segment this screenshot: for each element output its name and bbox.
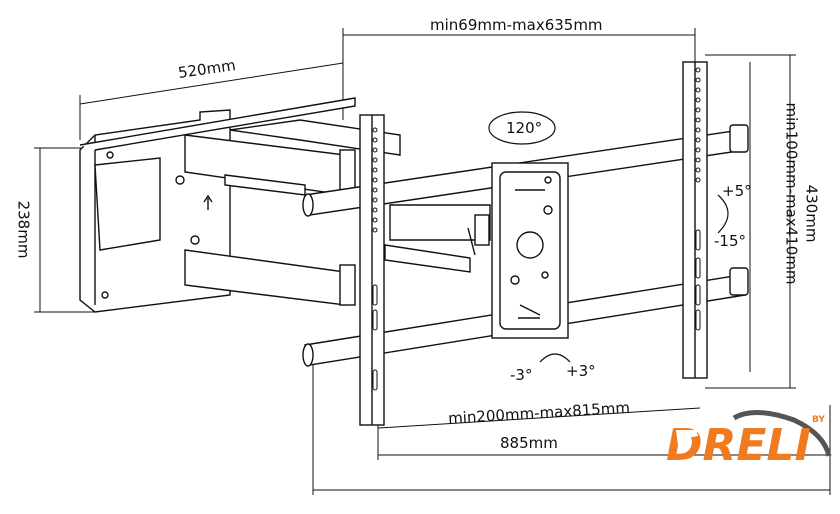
dim-plate-height: 238mm bbox=[14, 200, 33, 259]
level-plus-angle: +3° bbox=[566, 362, 596, 380]
rotation-arrows bbox=[488, 111, 729, 363]
dimension-lines bbox=[34, 28, 831, 495]
dim-overall-width: 885mm bbox=[500, 434, 558, 452]
dim-overall-height: 430mm bbox=[802, 184, 821, 243]
svg-text:DRELI: DRELI bbox=[666, 420, 811, 468]
dreli-logo: BY DRELI bbox=[666, 410, 832, 468]
tilt-down-angle: -15° bbox=[714, 232, 746, 250]
dim-top-width: min69mm-max635mm bbox=[430, 16, 603, 34]
tilt-up-angle: +5° bbox=[722, 182, 752, 200]
swivel-angle: 120° bbox=[506, 119, 543, 137]
swing-arms bbox=[184, 119, 491, 306]
tv-brackets bbox=[359, 61, 708, 426]
svg-text:BY: BY bbox=[812, 415, 825, 425]
center-plate bbox=[491, 162, 569, 339]
dim-vesa-vertical: min100mm-max410mm bbox=[782, 102, 801, 285]
level-minus-angle: -3° bbox=[510, 366, 533, 384]
